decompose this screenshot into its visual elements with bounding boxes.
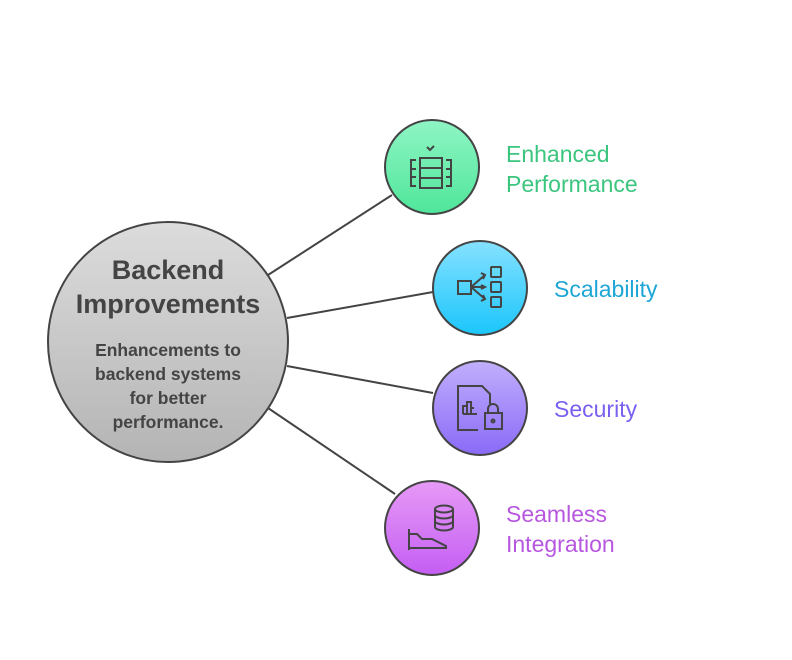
secure-document-icon (457, 385, 503, 431)
center-desc-line: backend systems (95, 364, 241, 384)
node-seamless-integration (384, 480, 480, 576)
connector-line (286, 365, 434, 394)
center-title: Backend Improvements (48, 253, 288, 321)
center-description: Enhancements to backend systems for bett… (48, 338, 288, 434)
connector-line (267, 194, 393, 276)
database-hand-icon (408, 504, 454, 550)
connector-line (267, 407, 396, 495)
center-title-line: Improvements (75, 289, 261, 319)
center-desc-line: performance. (112, 412, 224, 432)
label-line: Seamless (506, 501, 607, 527)
label-line: Integration (506, 531, 615, 557)
label-seamless-integration: Seamless Integration (506, 499, 615, 559)
center-desc-line: Enhancements to (95, 340, 241, 360)
label-security: Security (554, 396, 638, 422)
label-line: Performance (506, 171, 638, 197)
center-desc-line: for better (129, 388, 207, 408)
center-node (47, 221, 289, 463)
server-check-icon (410, 145, 452, 189)
label-line: Enhanced (506, 141, 610, 167)
label-scalability: Scalability (554, 276, 658, 302)
label-enhanced-performance: Enhanced Performance (506, 139, 638, 199)
node-security (432, 360, 528, 456)
scale-out-icon (457, 266, 502, 308)
connector-line (286, 291, 434, 319)
center-title-line: Backend (111, 255, 225, 285)
